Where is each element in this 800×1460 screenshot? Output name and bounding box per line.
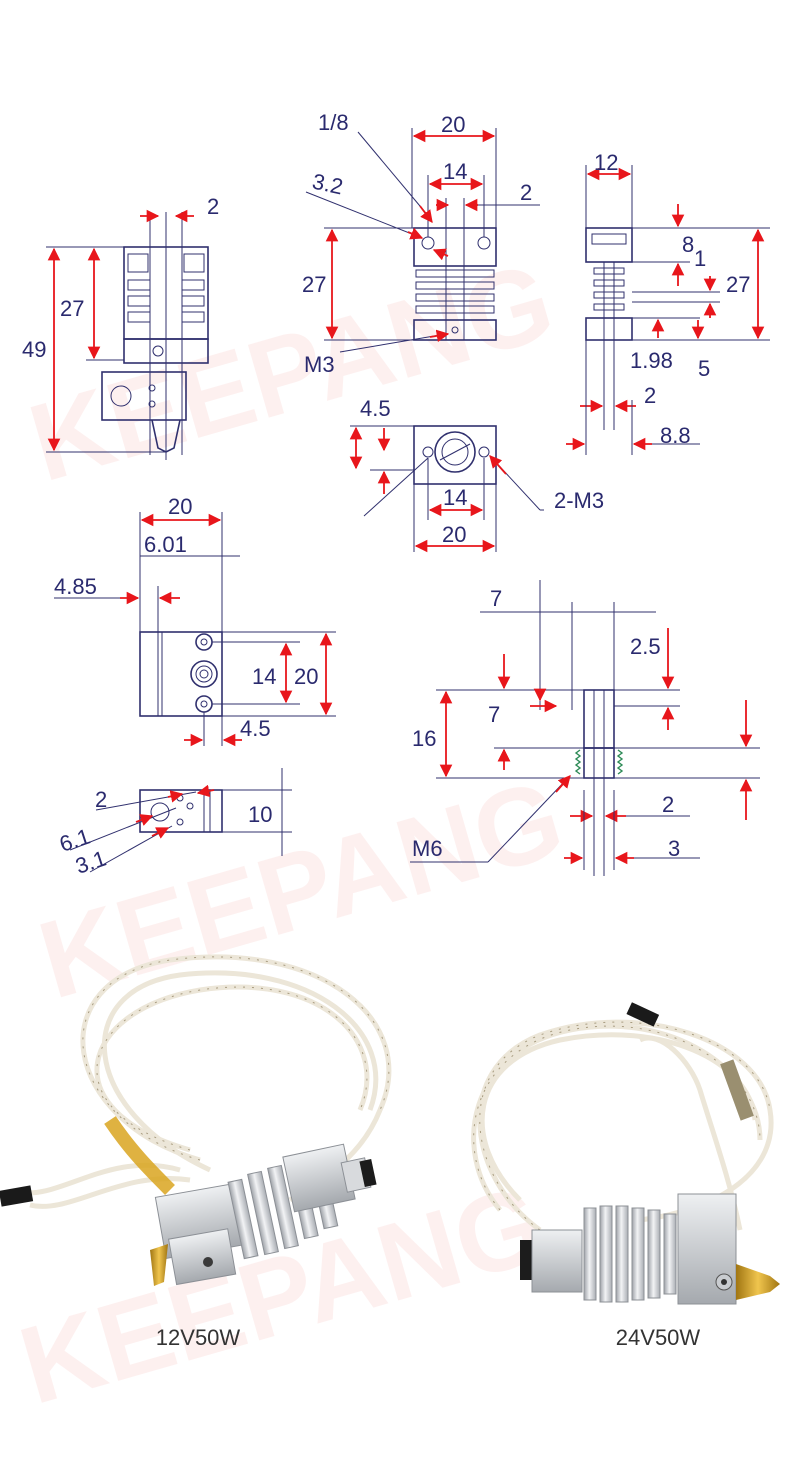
product-caption-12v: 12V50W	[156, 1325, 241, 1350]
top-dim-width: 20	[442, 522, 466, 547]
block-side-dim-small: 2	[95, 787, 107, 812]
product-photo-12v: 12V50W	[0, 954, 392, 1350]
side-dim-total-height: 49	[22, 337, 46, 362]
throat-dim-outer: 3	[668, 836, 680, 861]
top-view: 4.5 14 20 2-M3	[349, 396, 604, 553]
right-dim-base: 5	[698, 356, 710, 381]
block-dim-inner: 6.01	[144, 532, 187, 557]
front-dim-slot: 2	[520, 180, 532, 205]
block-dim-spacing: 14	[252, 664, 276, 689]
throat-view: 7 2.5 7 16 2 3 M6	[410, 580, 760, 876]
throat-dim-upper: 2.5	[630, 634, 661, 659]
product-photo-24v: 24V50W	[471, 1002, 780, 1350]
right-dim-height: 27	[726, 272, 750, 297]
front-dim-spacing: 14	[443, 159, 467, 184]
product-caption-24v: 24V50W	[616, 1325, 701, 1350]
front-dim-width: 20	[441, 112, 465, 137]
top-dim-spacing: 14	[443, 485, 467, 510]
front-view: 20 14 1/8 2 3.2 27 M3	[302, 110, 540, 377]
right-dim-tube: 2	[644, 383, 656, 408]
front-dim-thread: M3	[304, 352, 335, 377]
throat-dim-step: 7	[488, 702, 500, 727]
right-view: 12 8 1 27 1.98 5 2 8.8	[566, 150, 770, 455]
watermark: KEEPANG KEEPANG KEEPANG	[7, 239, 575, 1428]
block-side-dim-height: 10	[248, 802, 272, 827]
right-dim-width: 12	[594, 150, 618, 175]
right-dim-top: 8	[682, 232, 694, 257]
right-dim-offset: 8.8	[660, 423, 691, 448]
throat-dim-bore: 2	[662, 792, 674, 817]
top-dim-edge: 4.5	[360, 396, 391, 421]
throat-dim-length: 16	[412, 726, 436, 751]
block-dim-height: 20	[294, 664, 318, 689]
block-dim-bottom: 4.5	[240, 716, 271, 741]
top-dim-holes: 2-M3	[554, 488, 604, 513]
throat-dim-top: 7	[490, 586, 502, 611]
side-dim-heatsink-height: 27	[60, 296, 84, 321]
side-view: 2 27 49	[22, 194, 219, 460]
side-dim-nozzle: 2	[207, 194, 219, 219]
right-dim-lower: 1.98	[630, 348, 673, 373]
front-dim-diameter: 3.2	[310, 169, 345, 200]
front-dim-hole: 1/8	[318, 110, 349, 135]
block-dim-width: 20	[168, 494, 192, 519]
throat-dim-thread: M6	[412, 836, 443, 861]
heater-block-view: 20 6.01 4.85 14 20 4.5	[54, 494, 336, 747]
front-dim-height: 27	[302, 272, 326, 297]
right-dim-gap: 1	[694, 246, 706, 271]
block-dim-edge: 4.85	[54, 574, 97, 599]
